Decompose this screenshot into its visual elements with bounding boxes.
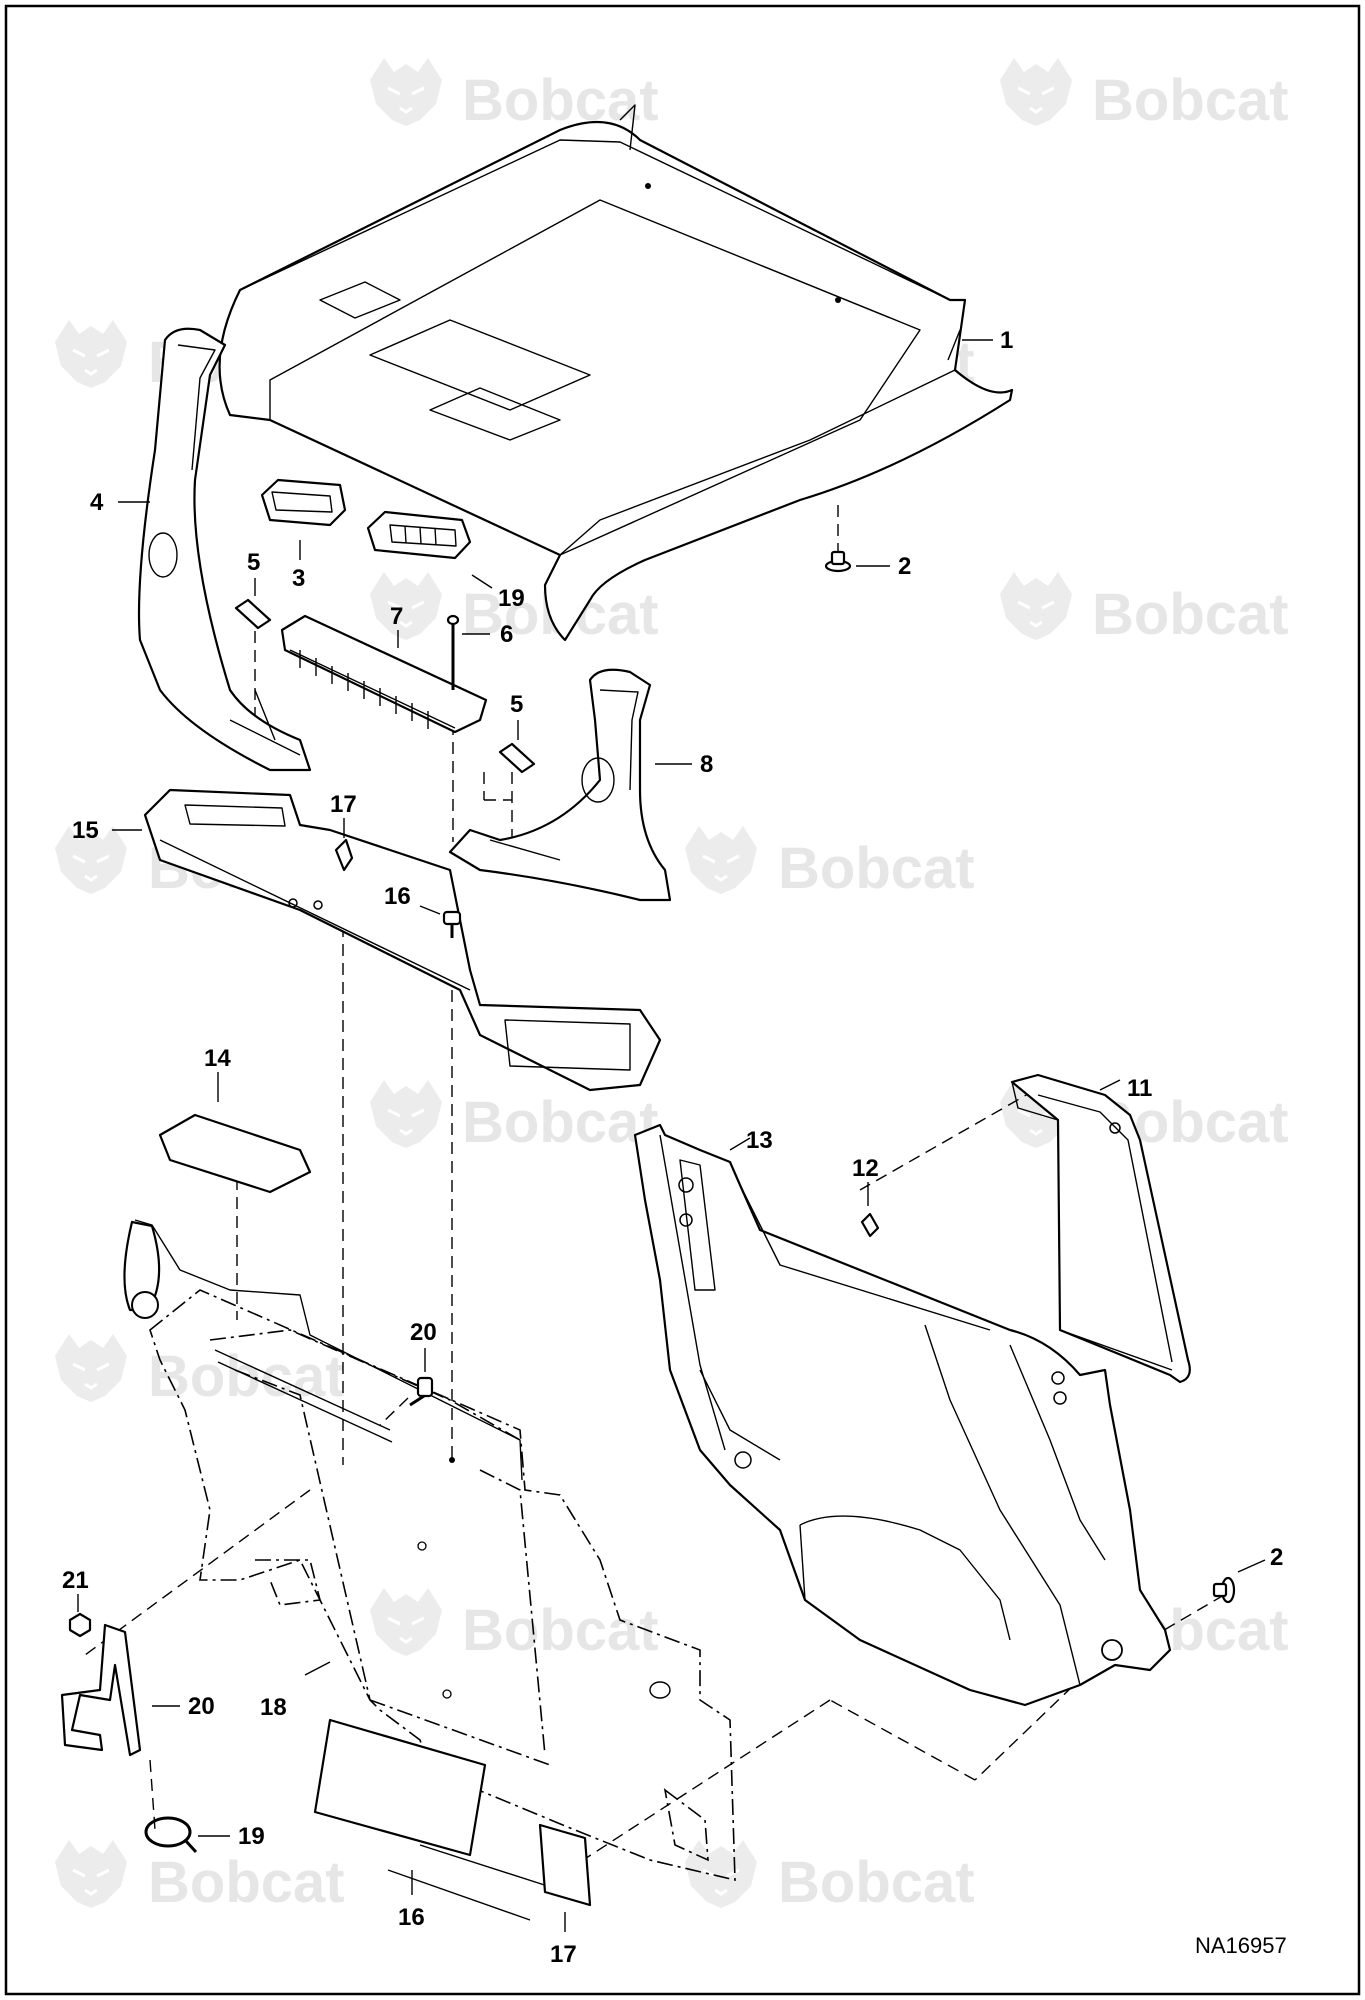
callout-3: 3 [292, 565, 305, 592]
leader-line [471, 574, 493, 589]
callout-2-right: 2 [1270, 1544, 1283, 1571]
callout-13: 15 [72, 817, 99, 844]
part-18-label [313, 1718, 487, 1857]
watermark: Bobcat [683, 824, 975, 901]
part-20-cable-tie [144, 1816, 198, 1854]
part-2-push-fastener [824, 550, 852, 573]
callout-16: 18 [260, 1694, 287, 1721]
part-1-headliner [218, 104, 1014, 642]
svg-text:Bobcat: Bobcat [462, 1598, 659, 1663]
part-7-vent-grille [280, 614, 488, 734]
callout-10: 12 [852, 1155, 879, 1182]
part-9-access-panel [1010, 1073, 1191, 1384]
diagram-border [4, 4, 1361, 1996]
part-2-push-fastener-right [1212, 1576, 1236, 1604]
part-5-clip-right [498, 742, 536, 774]
leader-line [1237, 1559, 1266, 1573]
svg-text:Bobcat: Bobcat [462, 68, 659, 133]
part-5-clip-left [234, 598, 272, 630]
leader-line [304, 1661, 331, 1676]
svg-text:Bobcat: Bobcat [1092, 582, 1289, 647]
callout-6: 6 [500, 621, 513, 648]
figure-id: NA16957 [1195, 1933, 1287, 1958]
part-17-switch-panel [366, 510, 472, 560]
part-13-floor-trim-plate [143, 788, 662, 1092]
watermark: Bobcat [998, 56, 1289, 133]
watermark: Bobcat [998, 570, 1289, 647]
watermark: Bobcat [368, 1078, 659, 1155]
watermark: Bobcat [53, 1332, 345, 1409]
part-8-right-trim-post [448, 668, 672, 902]
callout-9: 11 [1127, 1075, 1152, 1102]
part-4-left-trim-post [137, 327, 312, 772]
part-14-push-rivet [442, 910, 462, 938]
svg-text:Bobcat: Bobcat [148, 1850, 345, 1915]
callout-5-left: 5 [247, 549, 260, 576]
callout-2-top: 2 [898, 553, 911, 580]
svg-text:Bobcat: Bobcat [778, 1850, 975, 1915]
part-16-rear-panel [123, 1219, 736, 1921]
watermark: Bobcat [53, 1838, 345, 1915]
svg-text:Bobcat: Bobcat [1092, 68, 1289, 133]
callout-12: 14 [204, 1045, 231, 1072]
svg-text:Bobcat: Bobcat [462, 1090, 659, 1155]
part-21-bracket [60, 1623, 142, 1757]
leader-line [1099, 1079, 1121, 1091]
svg-text:Bobcat: Bobcat [778, 836, 975, 901]
callout-1: 1 [1000, 327, 1013, 354]
callout-18: 16 [398, 1904, 425, 1931]
callout-20: 19 [238, 1823, 265, 1850]
callout-21: 20 [188, 1693, 215, 1720]
part-11-side-panel [633, 1123, 1172, 1707]
callout-7: 7 [390, 603, 403, 630]
leader-line [729, 1137, 751, 1151]
callout-5-right: 5 [510, 691, 523, 718]
watermark: Bobcat [368, 1586, 659, 1663]
callout-15: 17 [330, 791, 357, 818]
svg-text:Bobcat: Bobcat [148, 1344, 345, 1409]
watermark: Bobcat [683, 1838, 975, 1915]
callout-8: 8 [700, 751, 713, 778]
callout-11: 13 [746, 1127, 773, 1154]
part-22-bolt [409, 1376, 434, 1407]
part-12-insulation-pad [158, 1113, 312, 1194]
callout-14: 16 [384, 883, 411, 910]
leader-line [419, 905, 441, 915]
callout-19: 17 [550, 1941, 577, 1968]
callout-23: 21 [62, 1567, 89, 1594]
part-23-nut [68, 1612, 92, 1638]
part-19-label [538, 1823, 592, 1907]
callout-4: 4 [90, 489, 104, 516]
watermark: Bobcat [368, 56, 659, 133]
part-10-clip [860, 1212, 880, 1238]
callout-22: 20 [410, 1319, 437, 1346]
part-15-clip [334, 838, 354, 872]
part-3-dome-light [260, 478, 347, 527]
callout-17: 19 [498, 585, 525, 612]
part-6-screw [446, 614, 460, 690]
